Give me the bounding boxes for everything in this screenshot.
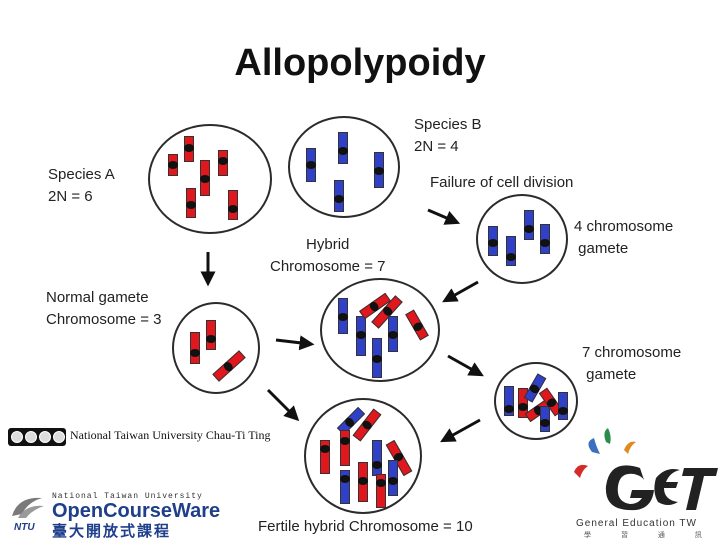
seven-chromosome-gamete-label: 7 chromosome gamete bbox=[582, 344, 682, 383]
arrow-icon bbox=[447, 354, 484, 377]
ntu-opencourseware: OpenCourseWare bbox=[52, 500, 221, 522]
species-a-cell bbox=[148, 124, 272, 234]
four-chromosome-gamete-cell bbox=[476, 194, 568, 284]
chromosome-red bbox=[320, 440, 330, 474]
chromosome-blue bbox=[334, 180, 344, 212]
get-logo-text: General Education TW bbox=[576, 518, 697, 529]
species-b-label: Species B 2N = 4 bbox=[414, 116, 482, 155]
fertile-hybrid-cell bbox=[304, 398, 422, 514]
chromosome-red bbox=[184, 136, 194, 162]
chromosome-blue bbox=[504, 386, 514, 416]
arrow-icon bbox=[266, 388, 300, 422]
arrow-icon bbox=[442, 280, 479, 303]
chromosome-blue bbox=[524, 210, 534, 240]
chromosome-blue bbox=[372, 338, 382, 378]
hybrid-label: Hybrid Chromosome = 7 bbox=[270, 236, 386, 275]
chromosome-red bbox=[358, 462, 368, 502]
ntu-abbrev: NTU bbox=[14, 522, 35, 533]
chromosome-red bbox=[340, 430, 350, 466]
hybrid-cell bbox=[320, 278, 440, 382]
arrow-icon bbox=[427, 208, 461, 225]
chromosome-blue bbox=[506, 236, 516, 266]
arrow-icon bbox=[440, 418, 481, 443]
species-a-label: Species A 2N = 6 bbox=[48, 166, 115, 205]
chromosome-blue bbox=[356, 316, 366, 356]
ntu-english-name: National Taiwan University bbox=[52, 492, 203, 501]
chromosome-red bbox=[218, 150, 228, 176]
four-chromosome-gamete-label: 4 chromosome gamete bbox=[574, 218, 674, 257]
chromosome-blue bbox=[340, 470, 350, 504]
chromosome-blue bbox=[540, 406, 550, 432]
chromosome-red bbox=[518, 388, 528, 418]
cc-license-icon[interactable] bbox=[8, 428, 66, 446]
normal-gamete-cell bbox=[172, 302, 260, 394]
chromosome-blue bbox=[488, 226, 498, 256]
chromosome-red bbox=[190, 332, 200, 364]
page-title: Allopolypoidy bbox=[234, 42, 486, 84]
get-logo-subtext: 學 習 通 訊 bbox=[584, 532, 716, 539]
chromosome-red bbox=[228, 190, 238, 220]
ntu-chinese-name: 臺大開放式課程 bbox=[52, 523, 172, 540]
species-b-cell bbox=[288, 116, 400, 218]
chromosome-blue bbox=[558, 392, 568, 420]
chromosome-red bbox=[206, 320, 216, 350]
chromosome-red bbox=[186, 188, 196, 218]
credit-text: National Taiwan University Chau-Ti Ting bbox=[70, 428, 271, 442]
seven-chromosome-gamete-cell bbox=[494, 362, 578, 440]
chromosome-blue bbox=[338, 132, 348, 164]
arrow-icon bbox=[275, 335, 315, 351]
get-logo-icon bbox=[574, 428, 718, 511]
chromosome-blue bbox=[374, 152, 384, 188]
normal-gamete-label: Normal gamete Chromosome = 3 bbox=[46, 289, 162, 328]
chromosome-blue bbox=[306, 148, 316, 182]
chromosome-blue bbox=[388, 460, 398, 496]
chromosome-red bbox=[376, 474, 386, 508]
fertile-hybrid-label: Fertile hybrid Chromosome = 10 bbox=[258, 518, 473, 535]
ntu-logo-icon bbox=[12, 497, 44, 518]
chromosome-blue bbox=[540, 224, 550, 254]
chromosome-red bbox=[168, 154, 178, 176]
chromosome-red bbox=[200, 160, 210, 196]
failure-label: Failure of cell division bbox=[430, 174, 574, 191]
chromosome-blue bbox=[338, 298, 348, 334]
chromosome-blue bbox=[388, 316, 398, 352]
